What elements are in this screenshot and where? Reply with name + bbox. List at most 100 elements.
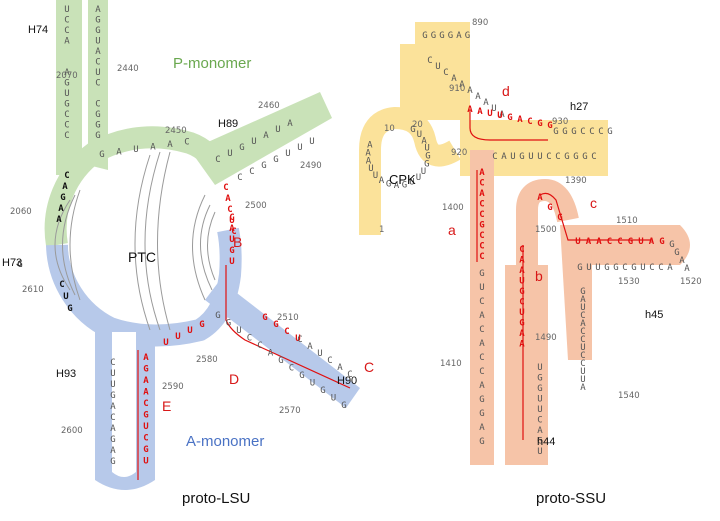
ssu-h45-down-nt: C — [580, 335, 585, 345]
ssu-h27-mid-nt: U — [435, 62, 440, 72]
ssu-a-red-nt: G — [479, 221, 484, 231]
ssu-h27-right-top-nt: G — [562, 127, 567, 137]
h27-right-band — [460, 120, 608, 176]
label-ptc: PTC — [128, 249, 156, 265]
h73-nt: G — [17, 260, 22, 270]
label-p-monomer: P-monomer — [173, 55, 251, 72]
lsu-d-red-nt: U — [175, 332, 180, 342]
segment-a: a — [448, 222, 456, 238]
ssu-h27-right-top-nt: C — [580, 127, 585, 137]
label-h89: H89 — [218, 118, 238, 130]
h74-right-nt: G — [95, 16, 100, 26]
ssu-cpk-arc-nt: A — [367, 141, 373, 151]
segment-b: B — [233, 234, 242, 250]
ssu-h45-top-red-nt: G — [659, 237, 664, 247]
ssu-h45-bottom-nt: C — [622, 263, 627, 273]
ssu-cpk-arc-nt: U — [373, 171, 378, 181]
h93-left-nt: C — [110, 413, 115, 423]
segment-e: E — [162, 398, 171, 414]
h73-nt: G — [17, 260, 22, 270]
ssu-a-red-nt: C — [479, 231, 484, 241]
ssu-c-red-nt: G — [557, 213, 562, 223]
ssu-h44-left-nt: G — [479, 269, 484, 279]
lsu-b-red-nt: U — [229, 235, 234, 245]
ssu-h44-right-nt: G — [537, 384, 542, 394]
h90-bottom-nt: A — [268, 349, 274, 359]
ptc-top-nt: A — [150, 143, 156, 153]
ssu-h45-top-red-nt: C — [617, 237, 622, 247]
ssu-h45-down-nt: C — [580, 359, 585, 369]
ssu-cpk-arc-nt: G — [424, 160, 429, 170]
ssu-h44-left-nt: C — [479, 297, 484, 307]
lsu-d-red-nt: U — [187, 326, 192, 336]
h90-top-nt: A — [337, 363, 343, 373]
ssu-h27-right-bottom-nt: G — [573, 152, 578, 162]
ssu-h27-right-top-nt: C — [598, 127, 603, 137]
ssu-h45-top-red-nt: C — [607, 237, 612, 247]
h93-red-nt: C — [143, 434, 148, 444]
h89-top-nt: U — [227, 149, 232, 159]
lsu-b-red-nt: A — [229, 224, 235, 234]
ssu-h44-left-nt: A — [479, 381, 485, 391]
h89-top-nt: G — [239, 143, 244, 153]
ssu-h27-right-bottom-nt: A — [501, 152, 507, 162]
h89-red-nt: U — [229, 216, 234, 226]
h44-band-right — [505, 265, 548, 465]
ssu-cpk-arc-nt: U — [368, 164, 373, 174]
ssu-c-red-nt: A — [537, 193, 543, 203]
h74-left-nt: G — [64, 79, 69, 89]
segment-d: D — [229, 371, 239, 387]
ptc-center — [68, 173, 212, 317]
lsu-d-red-nt: U — [163, 338, 168, 348]
h74-left-nt: C — [64, 26, 69, 36]
h89-red-nt: C — [223, 183, 228, 193]
h74-right-nt: C — [95, 100, 100, 110]
num-1400: 1400 — [442, 203, 464, 213]
h93-red-nt: G — [143, 365, 148, 375]
ssu-b-red-nt: A — [519, 256, 525, 266]
h74-right-nt: C — [95, 79, 100, 89]
ssu-h45-bottom-nt: U — [595, 263, 600, 273]
h89-top-nt: U — [275, 125, 280, 135]
ptc-left-a-nt: U — [63, 292, 68, 302]
ssu-b-red-nt: G — [519, 319, 524, 329]
h74-left-nt: A — [64, 68, 70, 78]
cpk-hairpin-band — [359, 106, 461, 235]
num-910: 910 — [449, 84, 465, 94]
lsu-c-red-nt: G — [262, 313, 267, 323]
ssu-h44-left-nt: G — [479, 409, 484, 419]
num-1540: 1540 — [618, 391, 640, 401]
ssu-h45-loop-nt: A — [684, 264, 690, 274]
ptc-left-a-nt: G — [67, 304, 72, 314]
ssu-h44-right-nt: U — [537, 363, 542, 373]
h74-left-nt: U — [64, 89, 69, 99]
h73-nt: C — [17, 260, 22, 270]
ptc-left-p-nt: C — [64, 171, 69, 181]
h90-bottom-nt: C — [257, 341, 262, 351]
ssu-h44-left-nt: C — [479, 353, 484, 363]
ssu-h44-left-nt: A — [479, 423, 485, 433]
h89-top-nt: C — [215, 155, 220, 165]
ssu-h45-down-nt: U — [580, 375, 585, 385]
ssu-h27-right-bottom-nt: U — [537, 152, 542, 162]
label-h44: h44 — [537, 436, 555, 448]
ssu-h44-right-nt: U — [537, 395, 542, 405]
h93-red-nt: U — [143, 457, 148, 467]
h74-left-nt: C — [64, 131, 69, 141]
ssu-h27-right-top-nt: G — [553, 127, 558, 137]
ssu-h45-loop-nt: A — [679, 256, 685, 266]
ssu-h45-down-nt: U — [580, 303, 585, 313]
h74-right-nt: G — [95, 121, 100, 131]
lsu-b-red-nt: G — [229, 246, 234, 256]
h93-inner-gap — [112, 332, 136, 477]
ssu-a-red-nt: C — [479, 252, 484, 262]
h93-red-nt: A — [143, 388, 149, 398]
label-h73: H73 — [2, 257, 22, 269]
ssu-a-red-nt: A — [479, 168, 485, 178]
h90-bottom-nt: C — [247, 334, 252, 344]
h90-top-nt: C — [297, 335, 302, 345]
ssu-h27-top-nt: G — [465, 31, 470, 41]
ssu-d-red-nt: G — [537, 119, 542, 129]
ptc-top-nt: A — [167, 140, 173, 150]
